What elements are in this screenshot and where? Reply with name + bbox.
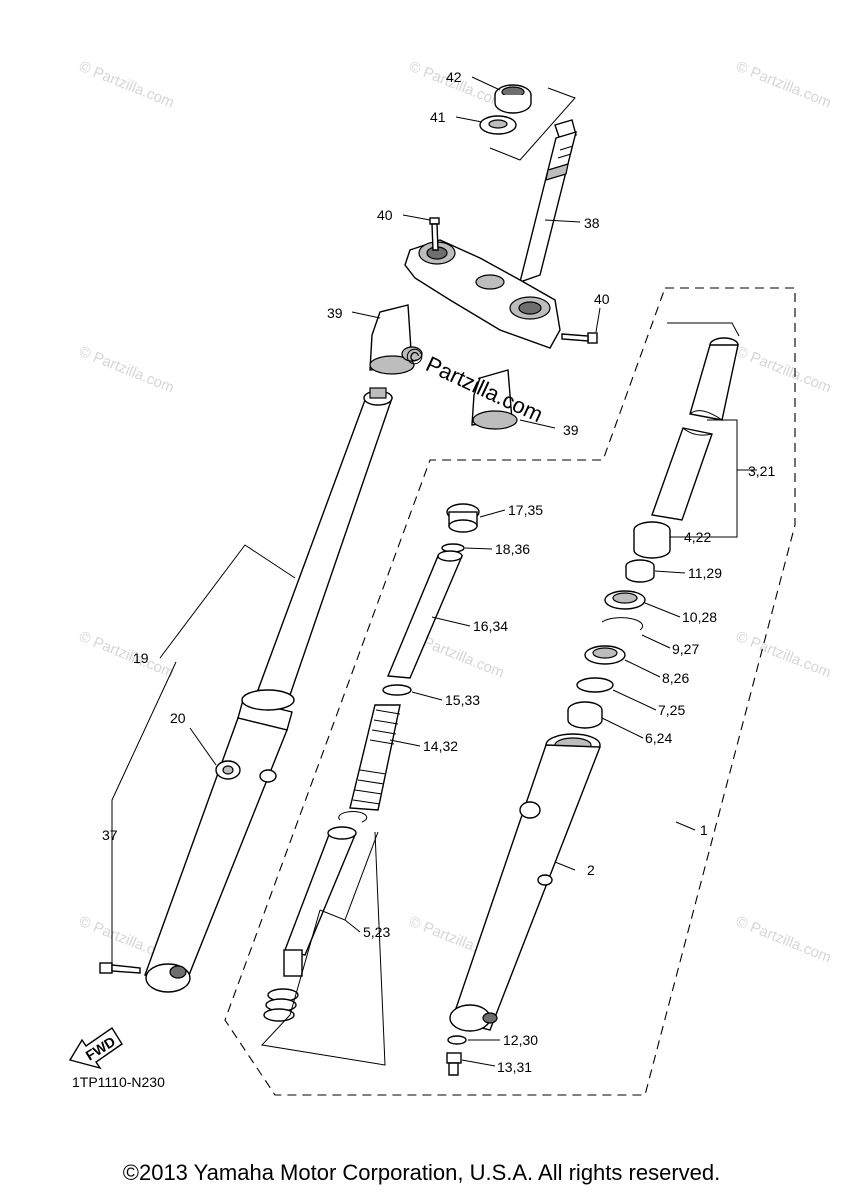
spring-part-23 xyxy=(263,988,299,1022)
callout-39: 39 xyxy=(327,305,343,321)
bolt-part-40 xyxy=(561,332,598,344)
watermark: © Partzilla.com xyxy=(77,343,177,397)
callout-11-29: 11,29 xyxy=(688,565,722,581)
callout-40: 40 xyxy=(377,207,393,223)
callout-14-32: 14,32 xyxy=(423,738,458,754)
callout-13-31: 13,31 xyxy=(497,1059,532,1075)
clamp-part-39 xyxy=(369,304,423,375)
watermark: © Partzilla.com xyxy=(77,628,177,682)
callout-2: 2 xyxy=(587,862,595,878)
callout-18-36: 18,36 xyxy=(495,541,530,557)
watermark: © Partzilla.com xyxy=(77,58,177,112)
callout-19: 19 xyxy=(133,650,149,666)
forward-arrow-icon: FWD xyxy=(68,1027,123,1070)
callout-20: 20 xyxy=(170,710,186,726)
steering-stem-part-38 xyxy=(519,119,577,284)
dust-seal-part-6 xyxy=(567,701,603,729)
washer-part-15 xyxy=(382,684,412,696)
seal-part-42 xyxy=(494,84,532,114)
callout-labels: 42 41 40 38 40 39 39 3,21 4,22 11,29 10,… xyxy=(102,69,775,1075)
washer-part-10 xyxy=(604,590,646,610)
copyright-notice: ©2013 Yamaha Motor Corporation, U.S.A. A… xyxy=(122,1160,721,1185)
callout-9-27: 9,27 xyxy=(672,641,699,657)
watermark: © Partzilla.com xyxy=(734,628,834,682)
bracket-line xyxy=(489,87,576,161)
damper-rod-part-5 xyxy=(283,826,357,977)
cap-bolt-part-17 xyxy=(446,503,480,533)
callout-12-30: 12,30 xyxy=(503,1032,538,1048)
callout-40: 40 xyxy=(594,291,610,307)
bushing-part-11 xyxy=(625,559,655,583)
oil-seal-part-8 xyxy=(584,645,626,665)
bearing-race-part-41 xyxy=(479,115,517,135)
inner-tube-part-3 xyxy=(651,337,739,521)
callout-10-28: 10,28 xyxy=(682,609,717,625)
leader-lines xyxy=(111,76,757,1067)
spring-part-14 xyxy=(349,704,401,811)
assembly-boundary-1 xyxy=(224,287,796,1096)
callout-4-22: 4,22 xyxy=(684,529,711,545)
callout-5-23: 5,23 xyxy=(363,924,390,940)
bolt-part-37 xyxy=(99,962,141,974)
callout-42: 42 xyxy=(446,69,462,85)
callout-16-34: 16,34 xyxy=(473,618,508,634)
bolt-part-13 xyxy=(446,1052,462,1076)
watermark: © Partzilla.com xyxy=(734,343,834,397)
callout-8-26: 8,26 xyxy=(662,670,689,686)
callout-7-25: 7,25 xyxy=(658,702,685,718)
callout-6-24: 6,24 xyxy=(645,730,672,746)
outer-tube-part-2 xyxy=(449,733,602,1032)
clamp-part-39 xyxy=(471,369,518,430)
watermark: © Partzilla.com xyxy=(734,58,834,112)
callout-3-21: 3,21 xyxy=(748,463,775,479)
fork-assembly-left xyxy=(144,387,394,993)
spacer-part-16 xyxy=(386,550,464,679)
lower-bracket xyxy=(404,239,561,349)
callout-38: 38 xyxy=(584,215,600,231)
watermark: © Partzilla.com xyxy=(734,913,834,967)
washer-part-7 xyxy=(576,677,614,693)
washer-part-12 xyxy=(447,1035,467,1045)
diagram-code: 1TP1110-N230 xyxy=(72,1074,165,1090)
clip-part-9 xyxy=(601,617,644,631)
callout-1: 1 xyxy=(700,822,708,838)
bolt-part-40 xyxy=(429,217,440,251)
circlip-part xyxy=(338,811,368,823)
callout-41: 41 xyxy=(430,109,446,125)
callout-39: 39 xyxy=(563,422,579,438)
bushing-part-4 xyxy=(633,521,671,559)
callout-17-35: 17,35 xyxy=(508,502,543,518)
callout-15-33: 15,33 xyxy=(445,692,480,708)
callout-37: 37 xyxy=(102,827,118,843)
